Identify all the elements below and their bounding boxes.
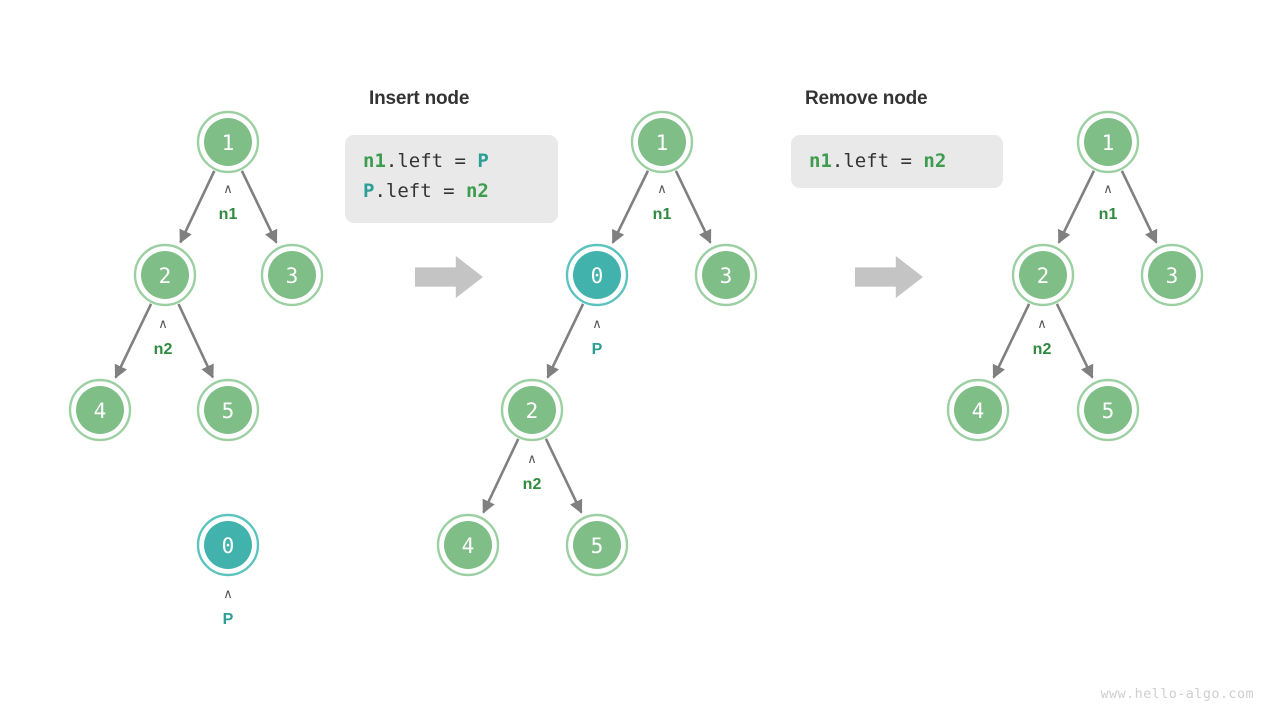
tree-edge-before-node-2-node-5 (177, 303, 214, 379)
tree-node-insert-node-5[interactable]: 5 (565, 513, 629, 577)
tree-node-before-node-5[interactable]: 5 (196, 378, 260, 442)
tree-node-insert-node-1[interactable]: 1 (630, 110, 694, 174)
node-value: 5 (591, 534, 604, 558)
tree-node-before-node-4[interactable]: 4 (68, 378, 132, 442)
pointer-n2-insert: n2 (522, 476, 542, 493)
tree-edge-insert-node-2-node-5 (544, 438, 583, 514)
tree-edge-before-node-2-node-4 (114, 303, 153, 379)
code-token: n1 (363, 150, 386, 172)
tree-edge-remove-node-1-node-2 (1057, 170, 1096, 244)
node-value: 0 (222, 534, 235, 558)
tree-node-remove-node-2[interactable]: 2 (1011, 243, 1075, 307)
pointer-caret-insert-n1: ∧ (657, 182, 667, 197)
node-value: 5 (222, 399, 235, 423)
node-value: 2 (1037, 264, 1050, 288)
pointer-caret-remove-n1: ∧ (1103, 182, 1113, 197)
tree-node-insert-node-3[interactable]: 3 (694, 243, 758, 307)
code-token: .left = (385, 150, 478, 172)
tree-edge-before-node-1-node-3 (240, 170, 278, 244)
code-line: P.left = n2 (363, 176, 540, 206)
tree-node-remove-node-1[interactable]: 1 (1076, 110, 1140, 174)
watermark: www.hello-algo.com (1100, 686, 1254, 702)
code-box-remove: n1.left = n2 (791, 135, 1003, 188)
tree-node-insert-node-2[interactable]: 2 (500, 378, 564, 442)
node-value: 2 (526, 399, 539, 423)
tree-edge-insert-node-1-node-0 (611, 170, 650, 244)
tree-edge-before-node-1-node-2 (179, 170, 216, 244)
pointer-n2-remove: n2 (1032, 341, 1052, 358)
pointer-n1-remove: n1 (1098, 206, 1118, 223)
node-value: 1 (222, 131, 235, 155)
tree-edge-insert-node-1-node-3 (674, 170, 712, 244)
node-value: 3 (286, 264, 299, 288)
panel-title-insert: Insert node (369, 88, 470, 109)
pointer-caret-insert-n2: ∧ (527, 452, 537, 467)
tree-node-before-node-1[interactable]: 1 (196, 110, 260, 174)
edges-layer (114, 170, 1158, 514)
code-token: n2 (465, 180, 489, 202)
code-token: .left = (374, 180, 466, 202)
tree-node-before-node-0-detached[interactable]: 0 (196, 513, 260, 577)
tree-edge-insert-node-0-node-2 (546, 303, 585, 379)
tree-node-insert-node-0[interactable]: 0 (565, 243, 629, 307)
code-token: n1 (809, 150, 832, 172)
tree-edge-remove-node-2-node-5 (1055, 303, 1094, 379)
node-value: 1 (656, 131, 669, 155)
code-token: P (477, 150, 489, 172)
pointer-caret-before-P: ∧ (223, 587, 233, 602)
pointer-caret-before-n1: ∧ (223, 182, 233, 197)
tree-edge-remove-node-1-node-3 (1120, 170, 1158, 244)
code-line: n1.left = n2 (809, 146, 985, 176)
pointer-n2-before: n2 (153, 341, 173, 358)
tree-node-remove-node-5[interactable]: 5 (1076, 378, 1140, 442)
code-token: n2 (923, 150, 947, 172)
pointer-p-insert: P (591, 341, 603, 358)
code-token: .left = (831, 150, 924, 172)
tree-node-insert-node-4[interactable]: 4 (436, 513, 500, 577)
node-value: 5 (1102, 399, 1115, 423)
node-value: 0 (591, 264, 604, 288)
node-value: 4 (462, 534, 475, 558)
tree-edge-insert-node-2-node-4 (482, 438, 520, 514)
node-value: 3 (720, 264, 733, 288)
pointer-n1-insert: n1 (652, 206, 672, 223)
code-token: P (363, 180, 375, 202)
node-value: 4 (94, 399, 107, 423)
node-value: 4 (972, 399, 985, 423)
nodes-layer: 1 2 3 4 5 0 1 0 3 2 4 5 1 2 3 4 5 (68, 110, 1204, 577)
tree-node-before-node-3[interactable]: 3 (260, 243, 324, 307)
step-arrow-2 (855, 256, 923, 298)
pointer-caret-insert-P: ∧ (592, 317, 602, 332)
pointer-caret-remove-n2: ∧ (1037, 317, 1047, 332)
step-arrow-1 (415, 256, 483, 298)
tree-node-remove-node-3[interactable]: 3 (1140, 243, 1204, 307)
step-arrows-layer (415, 256, 923, 298)
code-line: n1.left = P (363, 146, 540, 176)
node-value: 2 (159, 264, 172, 288)
node-value: 1 (1102, 131, 1115, 155)
pointer-caret-before-n2: ∧ (158, 317, 168, 332)
tree-edge-remove-node-2-node-4 (992, 303, 1031, 379)
pointer-n1-before: n1 (218, 206, 238, 223)
node-value: 3 (1166, 264, 1179, 288)
tree-node-before-node-2[interactable]: 2 (133, 243, 197, 307)
tree-node-remove-node-4[interactable]: 4 (946, 378, 1010, 442)
pointer-p-before: P (222, 611, 234, 628)
panel-title-remove: Remove node (805, 88, 928, 109)
